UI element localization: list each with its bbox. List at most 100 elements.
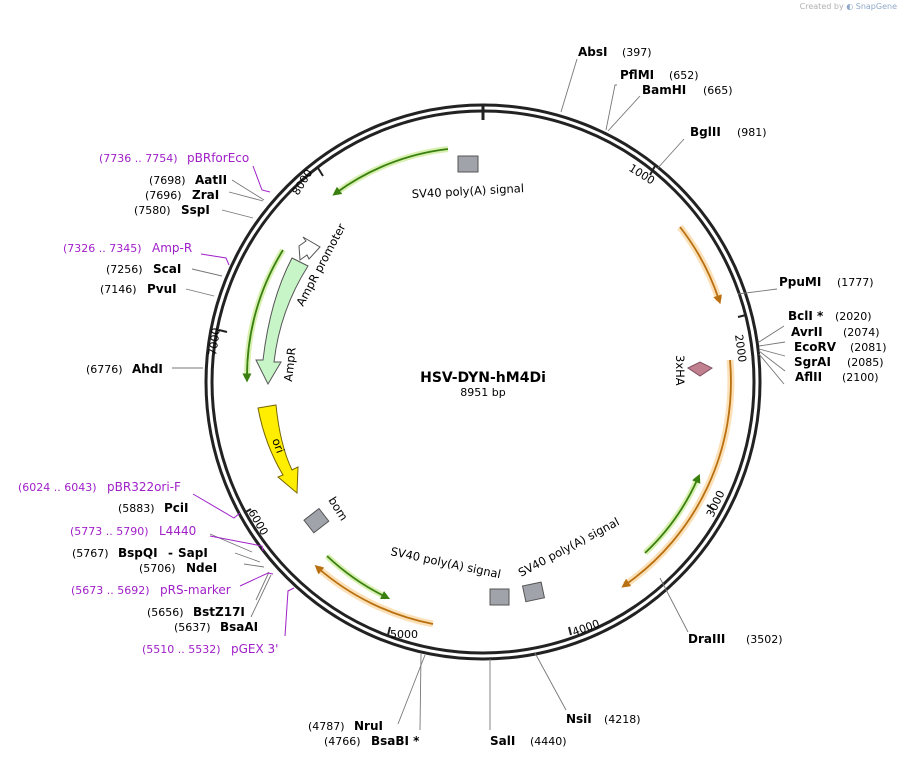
enzyme-aflii-pos: (2100)	[842, 371, 879, 384]
enzyme-ahdi-pos: (6776)	[86, 363, 123, 376]
tick-label-8000: 8000	[290, 167, 316, 198]
enzyme-ndei: NdeI	[186, 561, 217, 575]
enzyme-bsabi: BsaBI *	[371, 734, 420, 748]
primer-pbrforeco: pBRforEco	[187, 151, 249, 165]
primer-ampr-range: (7326 .. 7345)	[63, 242, 142, 255]
snapgene-logo-icon: ◐	[846, 2, 854, 11]
enzyme-ahdi: AhdI	[132, 362, 163, 376]
enzyme-sali: SalI	[490, 734, 515, 748]
enzyme-bsaai-pos: (5637)	[174, 621, 211, 634]
enzyme-ecorv: EcoRV	[794, 340, 837, 354]
enzyme-zrai-pos: (7696)	[145, 189, 182, 202]
enzyme-bcli-pos: (2020)	[835, 310, 872, 323]
primer-labels: (7736 .. 7754) pBRforEco (7326 .. 7345) …	[18, 151, 278, 656]
enzyme-pcii-pos: (5883)	[118, 502, 155, 515]
enzyme-bstz17i-pos: (5656)	[147, 606, 184, 619]
enzyme-nrui-pos: (4787)	[308, 720, 345, 733]
enzyme-aatii-pos: (7698)	[149, 174, 186, 187]
ampr-promoter-shape	[298, 236, 321, 261]
enzyme-bspqi: BspQI	[118, 546, 158, 560]
enzyme-ecorv-pos: (2081)	[850, 341, 887, 354]
enzyme-sali-pos: (4440)	[530, 735, 567, 748]
tick-label-7000: 7000	[206, 327, 223, 357]
feature-label-sv40-bottom-2: SV40 poly(A) signal	[516, 515, 622, 580]
primer-pgex3-range: (5510 .. 5532)	[142, 643, 221, 656]
primer-prs-marker-range: (5673 .. 5692)	[71, 584, 150, 597]
primer-l4440-range: (5773 .. 5790)	[70, 525, 149, 538]
enzyme-aflii: AflII	[795, 370, 822, 384]
plasmid-name: HSV-DYN-hM4Di	[420, 370, 546, 386]
enzyme-nrui: NruI	[354, 719, 383, 733]
primer-l4440: L4440	[159, 524, 196, 538]
enzyme-labels: AbsI (397) PflMI (652) BamHI (665) BglII…	[72, 45, 887, 748]
primer-pbr322ori: pBR322ori-F	[107, 480, 181, 494]
enzyme-bsabi-pos: (4766)	[324, 735, 361, 748]
enzyme-bsaai: BsaAI	[220, 620, 258, 634]
enzyme-pcii: PciI	[164, 501, 189, 515]
enzyme-sgrai-pos: (2085)	[847, 356, 884, 369]
orf-right-upper-arrow	[679, 226, 722, 305]
sv40-polya-bottom-box-2	[521, 581, 546, 603]
primer-pbr322ori-range: (6024 .. 6043)	[18, 481, 97, 494]
enzyme-ppumi-pos: (1777)	[837, 276, 874, 289]
primer-pgex3: pGEX 3'	[231, 642, 278, 656]
orf-bottom-left-green-arrow	[326, 555, 391, 600]
enzyme-leaders	[172, 58, 786, 731]
tick-label-2000: 2000	[732, 334, 749, 364]
ampr-shape	[255, 257, 309, 386]
feature-label-sv40-bottom-1: SV40 poly(A) signal	[389, 544, 502, 581]
enzyme-absi: AbsI	[578, 45, 607, 59]
enzyme-bglii-pos: (981)	[737, 126, 767, 139]
plasmid-length: 8951 bp	[460, 386, 505, 399]
snapgene-credit: Created by ◐ SnapGene	[800, 2, 897, 11]
primer-prs-marker: pRS-marker	[160, 583, 231, 597]
backbone-outer	[204, 103, 762, 661]
orf-bottom-left-orange-arrow	[314, 565, 434, 625]
enzyme-bamhi: BamHI	[642, 83, 686, 97]
enzyme-sapi: SapI	[178, 546, 208, 560]
enzyme-bglii: BglII	[690, 125, 721, 139]
primer-leaders	[192, 165, 295, 637]
credit-prefix: Created by	[799, 2, 844, 11]
ori-shape	[257, 404, 299, 495]
orf-right-inner-green-arrow	[644, 473, 701, 554]
sv40-polya-top-arrow	[332, 148, 449, 196]
enzyme-absi-pos: (397)	[622, 46, 652, 59]
orf-right-lower-glow	[622, 359, 735, 588]
enzyme-scai: ScaI	[153, 262, 181, 276]
enzyme-bcli: BclI *	[788, 309, 824, 323]
enzyme-sspi-pos: (7580)	[134, 204, 171, 217]
orf-left-green-arrow	[242, 249, 284, 383]
enzyme-pvui: PvuI	[147, 282, 177, 296]
enzyme-avrii: AvrII	[791, 325, 823, 339]
enzyme-bamhi-pos: (665)	[703, 84, 733, 97]
enzyme-ppumi: PpuMI	[779, 275, 821, 289]
primer-ampr: Amp-R	[152, 241, 192, 255]
enzyme-aatii: AatII	[195, 173, 227, 187]
sv40-polya-bottom-box-1	[489, 588, 510, 606]
feature-label-bom: bom	[325, 494, 350, 523]
sv40-polya-top-box	[457, 155, 479, 173]
enzyme-draiii-pos: (3502)	[746, 633, 783, 646]
3xha-tag-shape	[687, 361, 713, 377]
bom-box	[303, 507, 330, 534]
enzyme-ndei-pos: (5706)	[139, 562, 176, 575]
enzyme-pflmi-pos: (652)	[669, 69, 699, 82]
feature-label-3xha: 3xHA	[673, 355, 687, 386]
tick-label-1000: 1000	[626, 162, 657, 188]
credit-brand: SnapGene	[855, 2, 897, 11]
feature-label-ori: ori	[269, 436, 287, 455]
tick-label-5000: 5000	[390, 628, 418, 641]
enzyme-sapi-sep: -	[168, 546, 173, 560]
enzyme-nsii: NsiI	[566, 712, 592, 726]
enzyme-bspqi-pos: (5767)	[72, 547, 109, 560]
enzyme-draiii: DraIII	[688, 632, 725, 646]
enzyme-scai-pos: (7256)	[106, 263, 143, 276]
enzyme-nsii-pos: (4218)	[604, 713, 641, 726]
feature-label-ampr: AmpR	[281, 347, 299, 383]
enzyme-pvui-pos: (7146)	[100, 283, 137, 296]
enzyme-sgrai: SgrAI	[794, 355, 831, 369]
enzyme-avrii-pos: (2074)	[843, 326, 880, 339]
primer-pbrforeco-range: (7736 .. 7754)	[99, 152, 178, 165]
feature-label-sv40-top: SV40 poly(A) signal	[411, 181, 524, 201]
